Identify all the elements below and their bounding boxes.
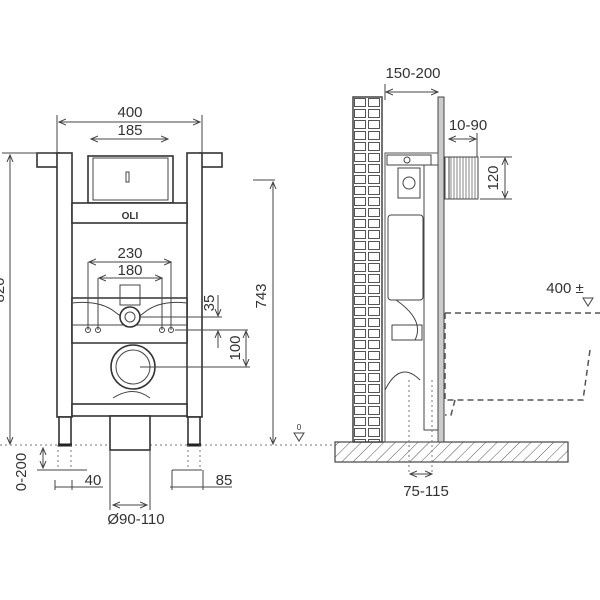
dim-40: 40 <box>85 472 102 489</box>
level-triangle-icon <box>293 432 305 442</box>
front-panel <box>437 96 445 443</box>
flush-pipe <box>444 156 479 200</box>
dim-drain-diameter: Ø90-110 <box>107 511 164 528</box>
water-inlet <box>119 284 141 306</box>
wall-bracket-left <box>36 152 60 168</box>
dim-100: 100 <box>227 335 244 360</box>
brand-label: OLI <box>122 211 139 222</box>
wall-bracket-right <box>199 152 223 168</box>
frame-post-left <box>56 152 73 418</box>
drain-pipe <box>109 415 151 451</box>
bottom-crossbar <box>71 403 188 417</box>
front-view: OLI 400 185 230 180 35 100 <box>0 104 335 528</box>
dim-seat-height: 400 ± <box>546 280 583 297</box>
floor-level-label: 0 <box>297 423 302 432</box>
dim-743: 743 <box>253 283 270 308</box>
level-triangle-icon <box>582 297 594 307</box>
dim-75-115: 75-115 <box>403 483 449 500</box>
dim-180: 180 <box>117 262 142 279</box>
frame-leg-left <box>58 416 72 446</box>
dim-120: 120 <box>485 165 502 190</box>
dim-400: 400 <box>117 104 142 121</box>
dim-150-200: 150-200 <box>385 65 440 82</box>
side-frame <box>384 152 439 443</box>
dim-85: 85 <box>216 472 233 489</box>
dim-10-90: 10-90 <box>449 117 487 134</box>
dim-0-200: 0-200 <box>13 453 30 491</box>
brick-wall <box>352 96 383 443</box>
frame-leg-right <box>187 416 201 446</box>
dim-185: 185 <box>117 122 142 139</box>
inlet-circle <box>119 306 141 328</box>
dim-820: 820 <box>0 277 8 302</box>
side-view: 150-200 10-90 120 400 ± 75-115 <box>305 65 600 500</box>
side-cistern <box>387 214 424 301</box>
dim-230: 230 <box>117 245 142 262</box>
top-crossbar <box>71 202 188 224</box>
cistern-box <box>87 155 174 204</box>
dim-35: 35 <box>201 295 218 312</box>
floor-slab <box>334 441 569 463</box>
toilet-outline <box>444 312 600 416</box>
frame-post-right <box>186 152 203 418</box>
flush-opening-icon <box>125 171 130 183</box>
